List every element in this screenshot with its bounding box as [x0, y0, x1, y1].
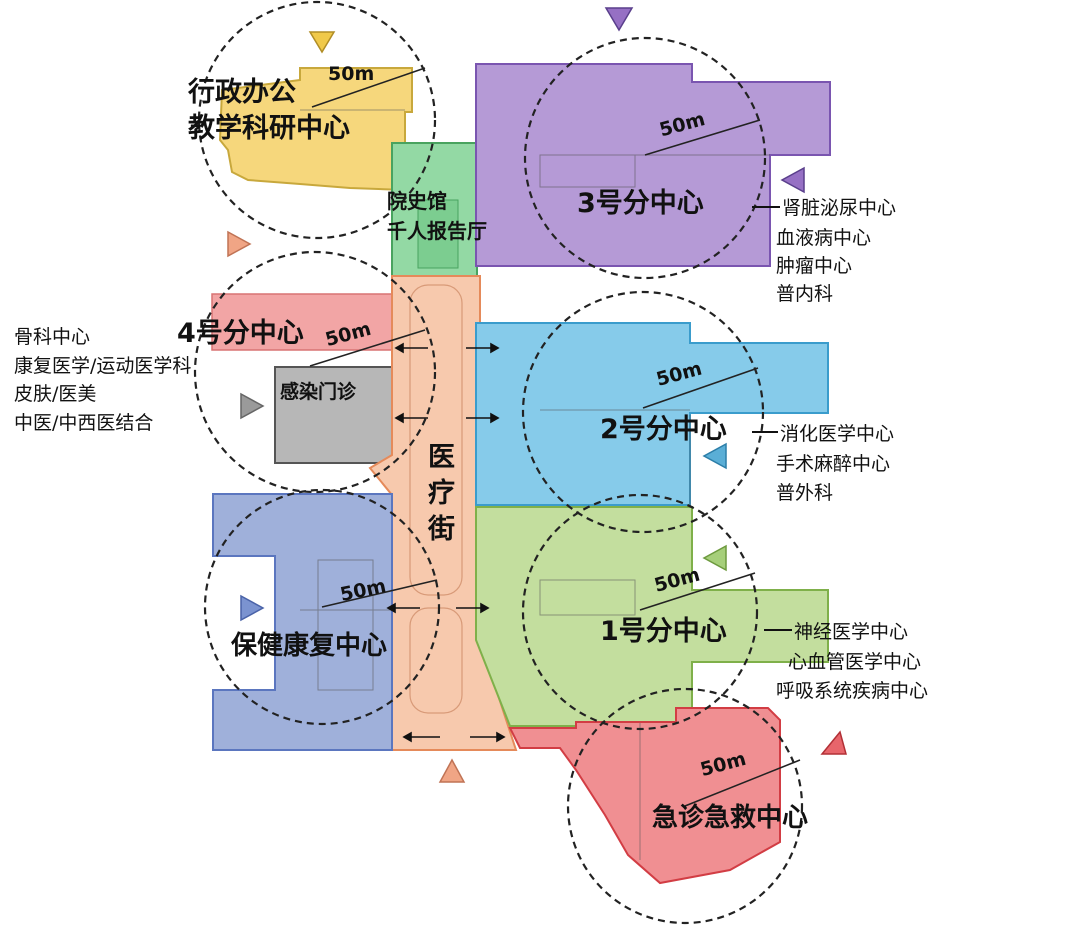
- center2-dept: 手术麻醉中心: [776, 453, 890, 475]
- entry-triangle-down-icon: [604, 7, 634, 32]
- street-inner-paths: [409, 284, 463, 714]
- arrow-bottom-left: [402, 731, 440, 743]
- entry-triangle-left-icon: [702, 544, 727, 572]
- arrow-street-c4: [394, 342, 428, 354]
- center2-building: [475, 322, 829, 506]
- arrow-street-infection: [394, 412, 428, 424]
- radius-circle-rehab: [203, 488, 441, 726]
- center4-dept: 康复医学/运动医学科: [14, 355, 191, 377]
- history-title-line1: 院史馆: [387, 189, 447, 213]
- history-hall-inner: [417, 199, 459, 269]
- center4-dept: 中医/中西医结合: [14, 412, 153, 434]
- arrow-bottom-right: [470, 731, 506, 743]
- infection-title: 感染门诊: [280, 380, 357, 403]
- center3-dept: 肿瘤中心: [776, 255, 852, 277]
- center3-dept: 肾脏泌尿中心: [782, 197, 896, 219]
- entry-triangle-right-icon: [240, 392, 265, 420]
- radius-circle-emergency: [566, 687, 804, 925]
- arrow-street-c1: [456, 602, 490, 614]
- emergency-building: [508, 707, 781, 885]
- rehab-building: [212, 493, 393, 751]
- street-title-char: 疗: [428, 477, 455, 509]
- center2-dept: 消化医学中心: [780, 423, 894, 445]
- street-title-char: 医: [428, 442, 455, 473]
- entry-triangle-up-icon: [820, 730, 847, 755]
- radius-circle-center4: [193, 250, 437, 494]
- admin-building: [218, 67, 413, 192]
- entry-triangle-right-icon: [240, 594, 265, 622]
- radius-circle-center3: [523, 36, 767, 280]
- history-title-line2: 千人报告厅: [387, 219, 487, 243]
- center4-title: 4号分中心: [177, 318, 304, 349]
- arrow-street-rehab: [386, 602, 420, 614]
- entry-triangle-left-icon: [780, 166, 805, 194]
- entry-triangle-down-icon: [308, 31, 336, 54]
- admin-title-line2: 教学科研中心: [188, 112, 350, 144]
- center2-title: 2号分中心: [600, 414, 727, 445]
- center2-dept: 普外科: [776, 482, 833, 504]
- arrow-street-c2a: [466, 342, 500, 354]
- center4-dept: 皮肤/医美: [14, 383, 96, 405]
- entry-triangle-left-icon: [702, 442, 727, 470]
- arrow-street-c2b: [466, 412, 500, 424]
- admin-title-line1: 行政办公: [187, 76, 296, 108]
- center1-title: 1号分中心: [600, 616, 727, 647]
- admin-distance: 50m: [328, 63, 374, 85]
- entry-triangle-up-icon: [438, 758, 466, 783]
- connection-arrows: [386, 342, 506, 743]
- street-title-char: 街: [427, 514, 455, 545]
- interior-lines: [300, 109, 770, 860]
- center1-dept: 呼吸系统疾病中心: [776, 680, 928, 702]
- center4-dept: 骨科中心: [14, 326, 90, 348]
- rehab-title: 保健康复中心: [230, 630, 387, 661]
- radius-circle-admin: [197, 0, 437, 240]
- entry-triangle-right-icon: [227, 230, 252, 258]
- center1-dept: 神经医学中心: [794, 621, 908, 643]
- emergency-title: 急诊急救中心: [652, 802, 808, 833]
- center1-dept: 心血管医学中心: [788, 651, 921, 673]
- center3-title: 3号分中心: [577, 188, 704, 219]
- radius-circle-center2: [521, 290, 765, 534]
- center3-building: [475, 63, 831, 267]
- center3-dept: 血液病中心: [776, 227, 871, 249]
- center1-building: [475, 506, 829, 727]
- center3-dept: 普内科: [776, 283, 833, 305]
- radius-circle-center1: [521, 493, 759, 731]
